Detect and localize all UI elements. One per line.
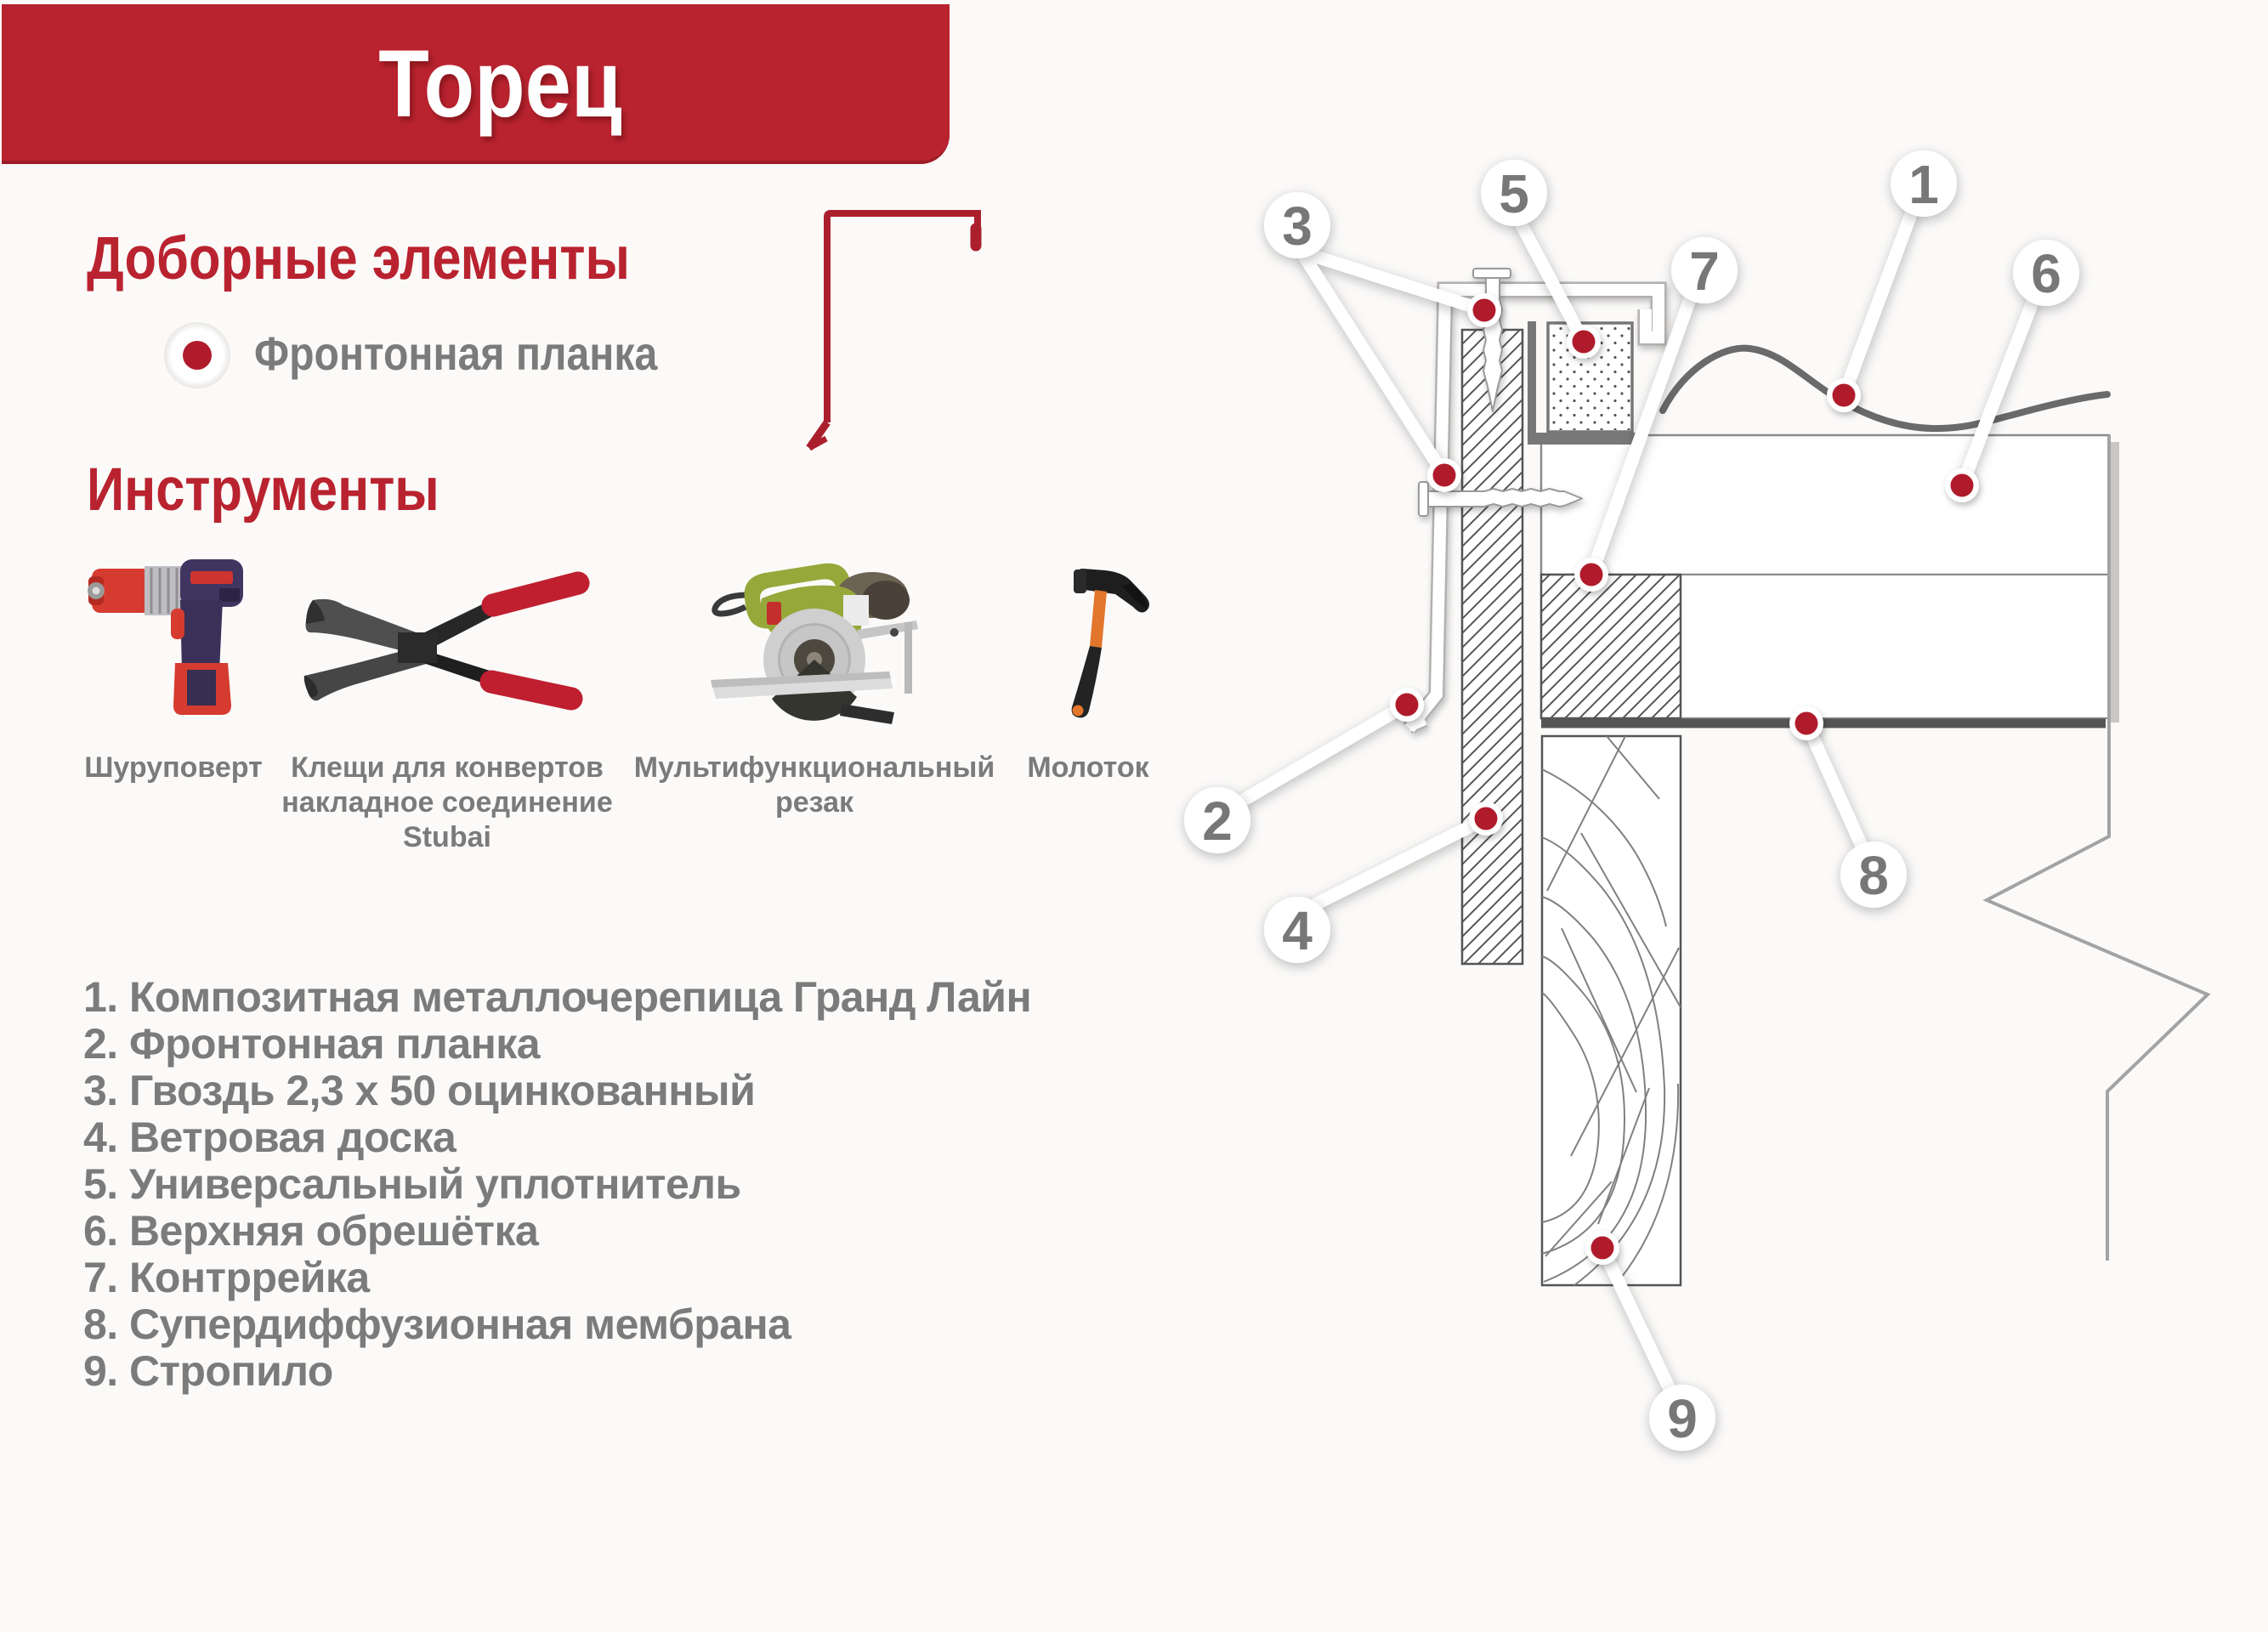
svg-text:6: 6: [2031, 243, 2061, 304]
svg-text:1: 1: [1908, 154, 1939, 215]
svg-text:4: 4: [1282, 900, 1313, 961]
svg-text:8: 8: [1858, 845, 1889, 906]
svg-text:7: 7: [1689, 241, 1720, 302]
svg-text:3: 3: [1282, 196, 1313, 257]
svg-text:9: 9: [1667, 1388, 1698, 1449]
svg-text:2: 2: [1202, 790, 1233, 852]
svg-text:5: 5: [1499, 163, 1529, 224]
